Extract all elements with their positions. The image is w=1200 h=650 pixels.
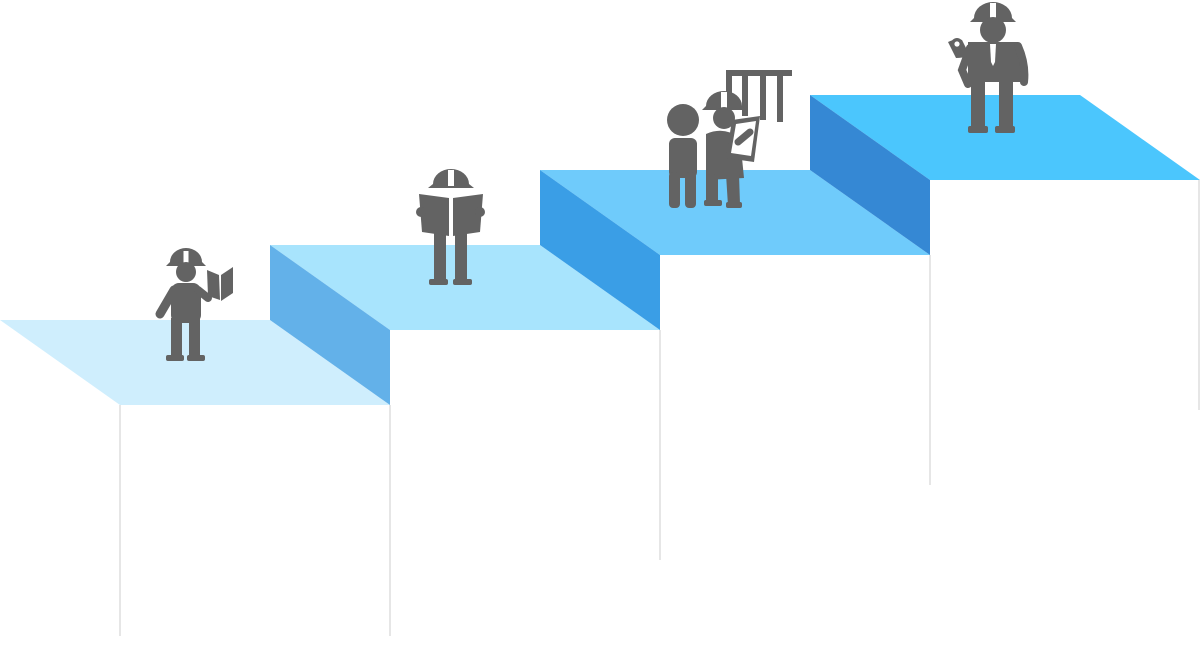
step-2-top <box>270 245 660 330</box>
step-1 <box>0 320 390 405</box>
worker-reading-book-icon <box>155 248 233 361</box>
step-3-top <box>540 170 930 255</box>
step-4-top <box>810 95 1200 180</box>
worker-reading-newspaper-icon <box>416 169 485 285</box>
step-4-riser <box>810 95 930 255</box>
step-2 <box>270 245 660 405</box>
support-lines <box>119 180 1200 636</box>
step-3 <box>540 170 930 330</box>
step-1-top <box>0 320 390 405</box>
step-3-riser <box>540 170 660 330</box>
step-2-riser <box>270 245 390 405</box>
engineer-with-blueprint-icon <box>948 2 1029 133</box>
two-workers-with-document-icon <box>667 70 792 208</box>
step-4 <box>810 95 1200 255</box>
